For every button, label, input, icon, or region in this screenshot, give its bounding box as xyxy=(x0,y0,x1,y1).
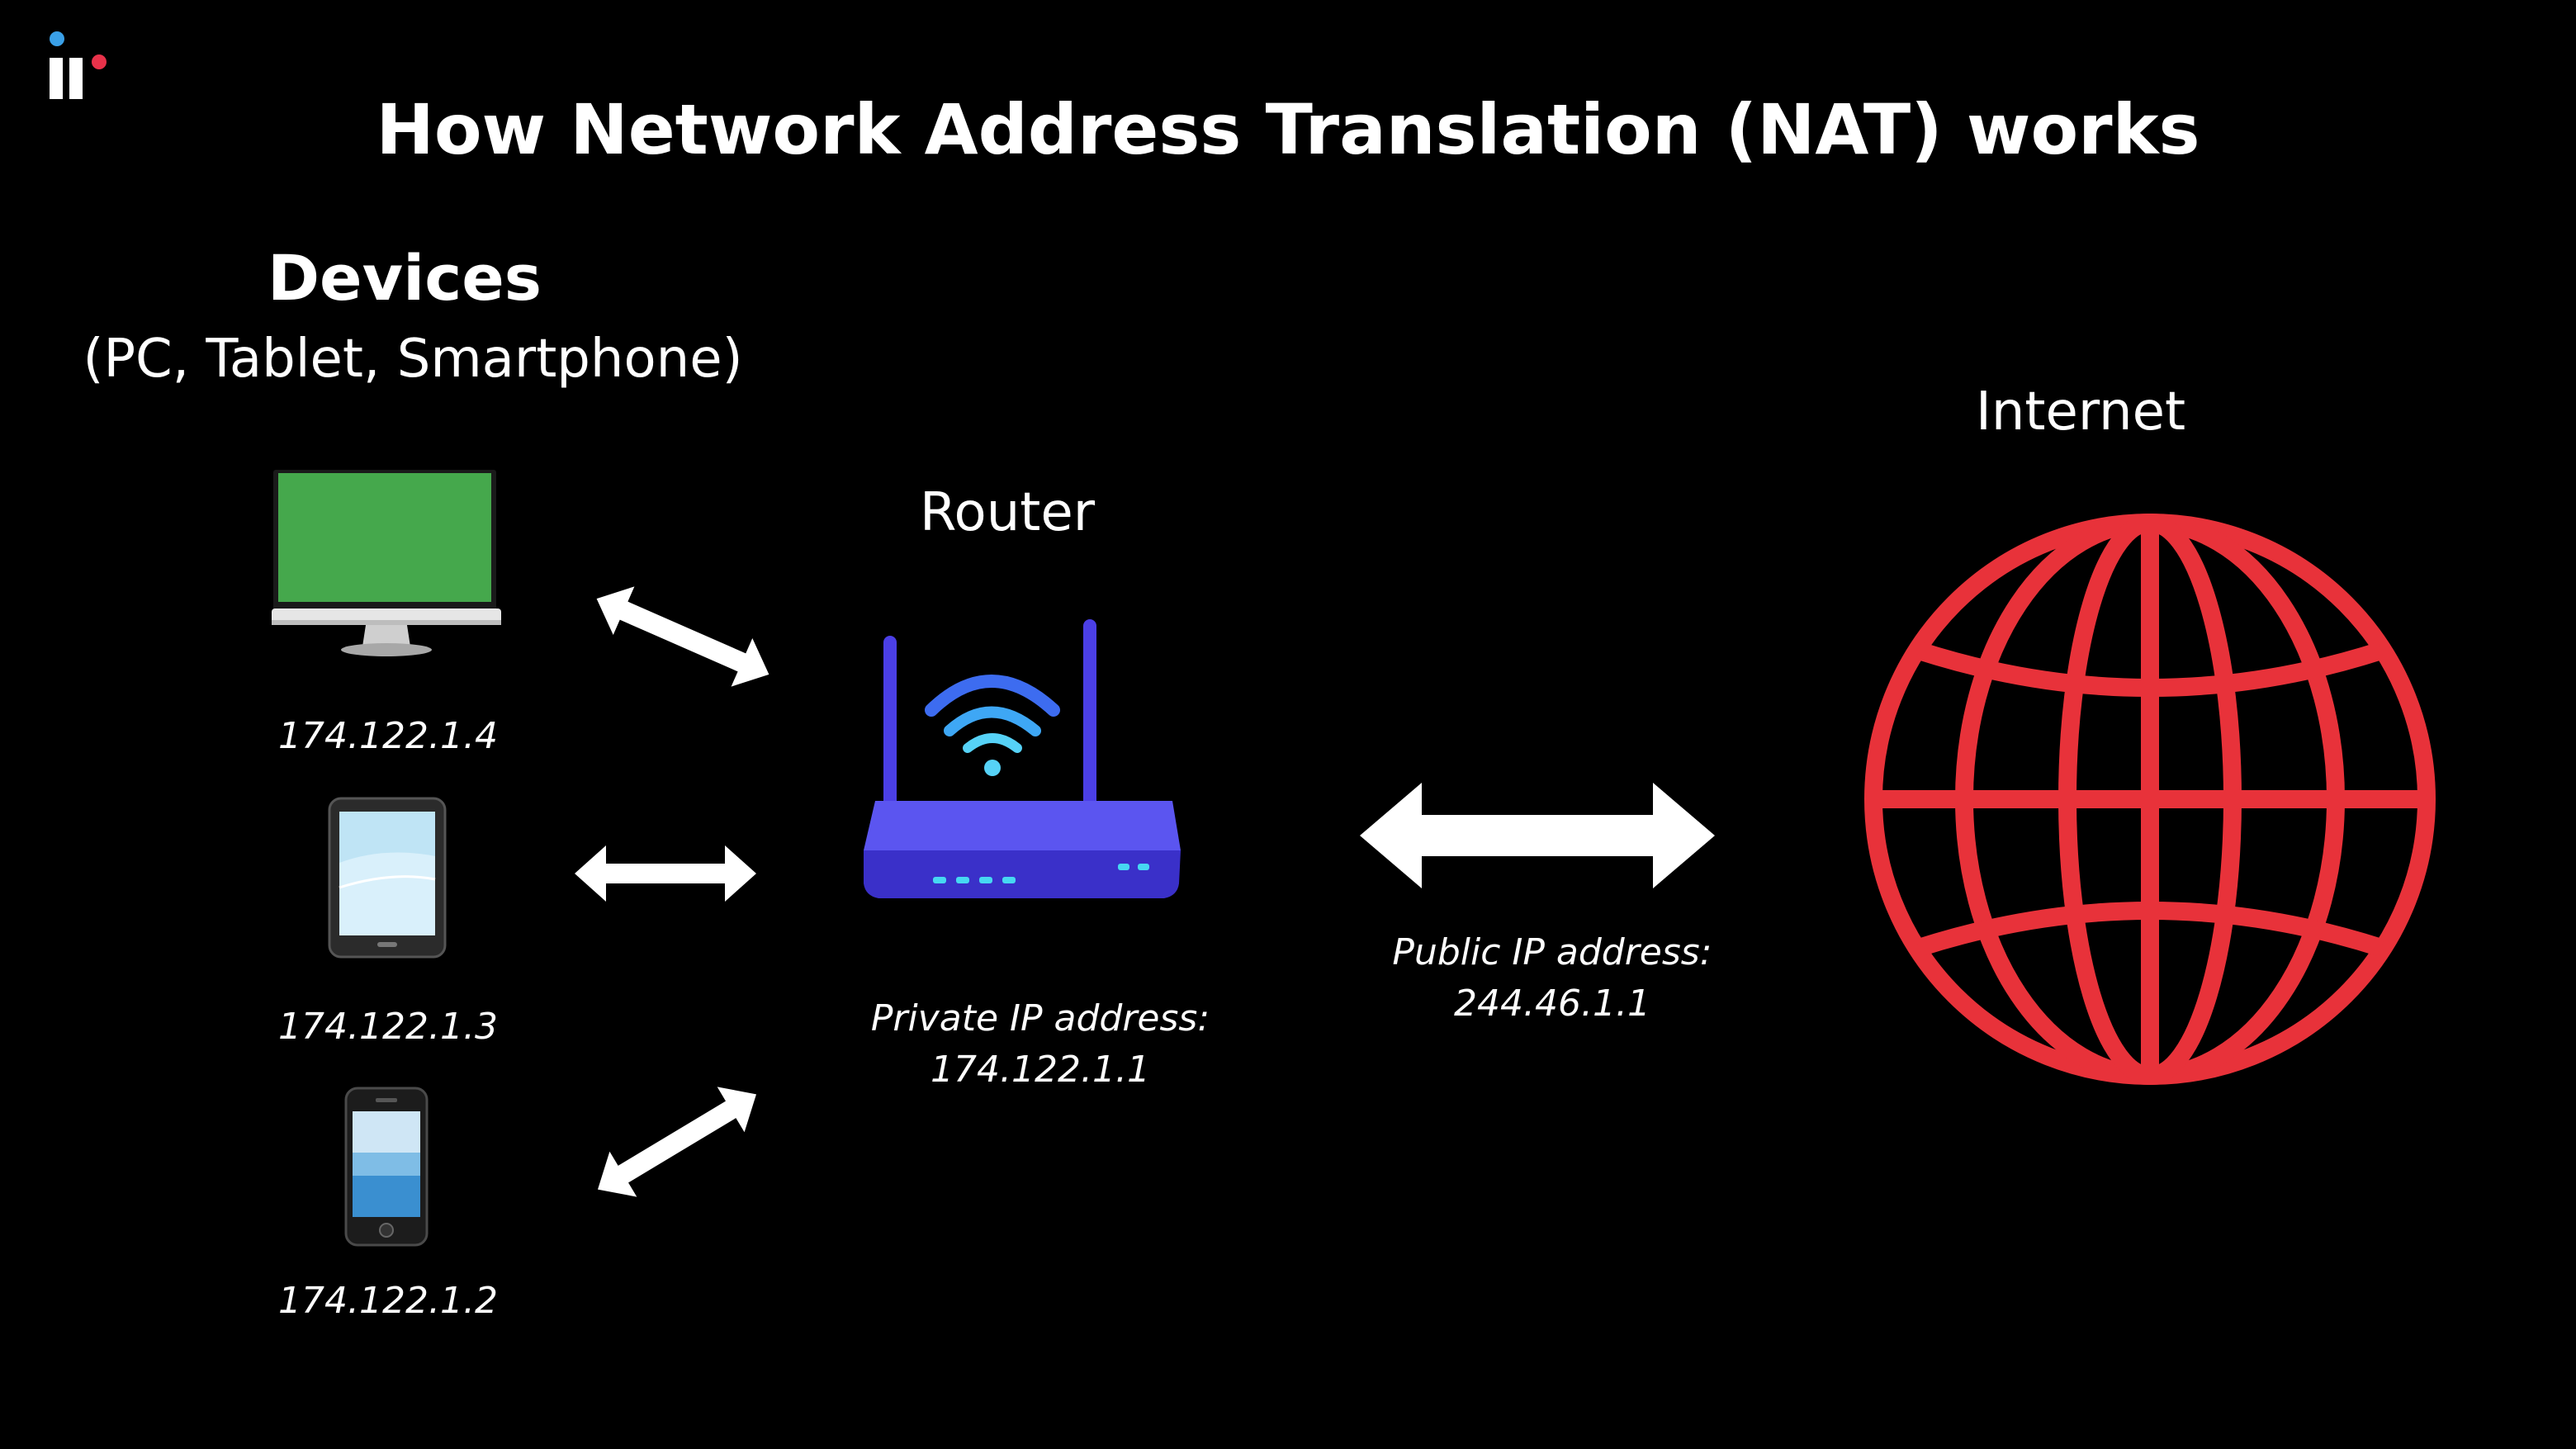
private-ip-value: 174.122.1.1 xyxy=(930,1049,1150,1091)
pc-ip-label: 174.122.1.4 xyxy=(278,715,498,757)
tablet-ip-label: 174.122.1.3 xyxy=(278,1006,498,1048)
public-ip-label: Public IP address: xyxy=(1392,931,1712,973)
devices-subtitle: (PC, Tablet, Smartphone) xyxy=(83,329,743,390)
devices-heading: Devices xyxy=(267,241,542,315)
globe-icon xyxy=(1864,514,2436,1085)
phone-ip-label: 174.122.1.2 xyxy=(278,1280,498,1322)
desktop-monitor-icon xyxy=(272,470,501,656)
tablet-icon xyxy=(328,797,447,959)
smartphone-icon xyxy=(344,1087,429,1247)
wifi-router-icon xyxy=(864,619,1181,898)
router-label: Router xyxy=(919,482,1096,543)
internet-label: Internet xyxy=(1975,381,2186,443)
double-arrow-icon xyxy=(1360,783,1715,888)
public-ip-value: 244.46.1.1 xyxy=(1454,983,1650,1025)
double-arrow-icon xyxy=(575,845,756,902)
brand-logo-icon xyxy=(50,31,107,99)
double-arrow-icon xyxy=(597,1087,757,1197)
private-ip-label: Private IP address: xyxy=(870,997,1210,1039)
double-arrow-icon xyxy=(596,586,769,687)
page-title: How Network Address Translation (NAT) wo… xyxy=(376,89,2200,170)
